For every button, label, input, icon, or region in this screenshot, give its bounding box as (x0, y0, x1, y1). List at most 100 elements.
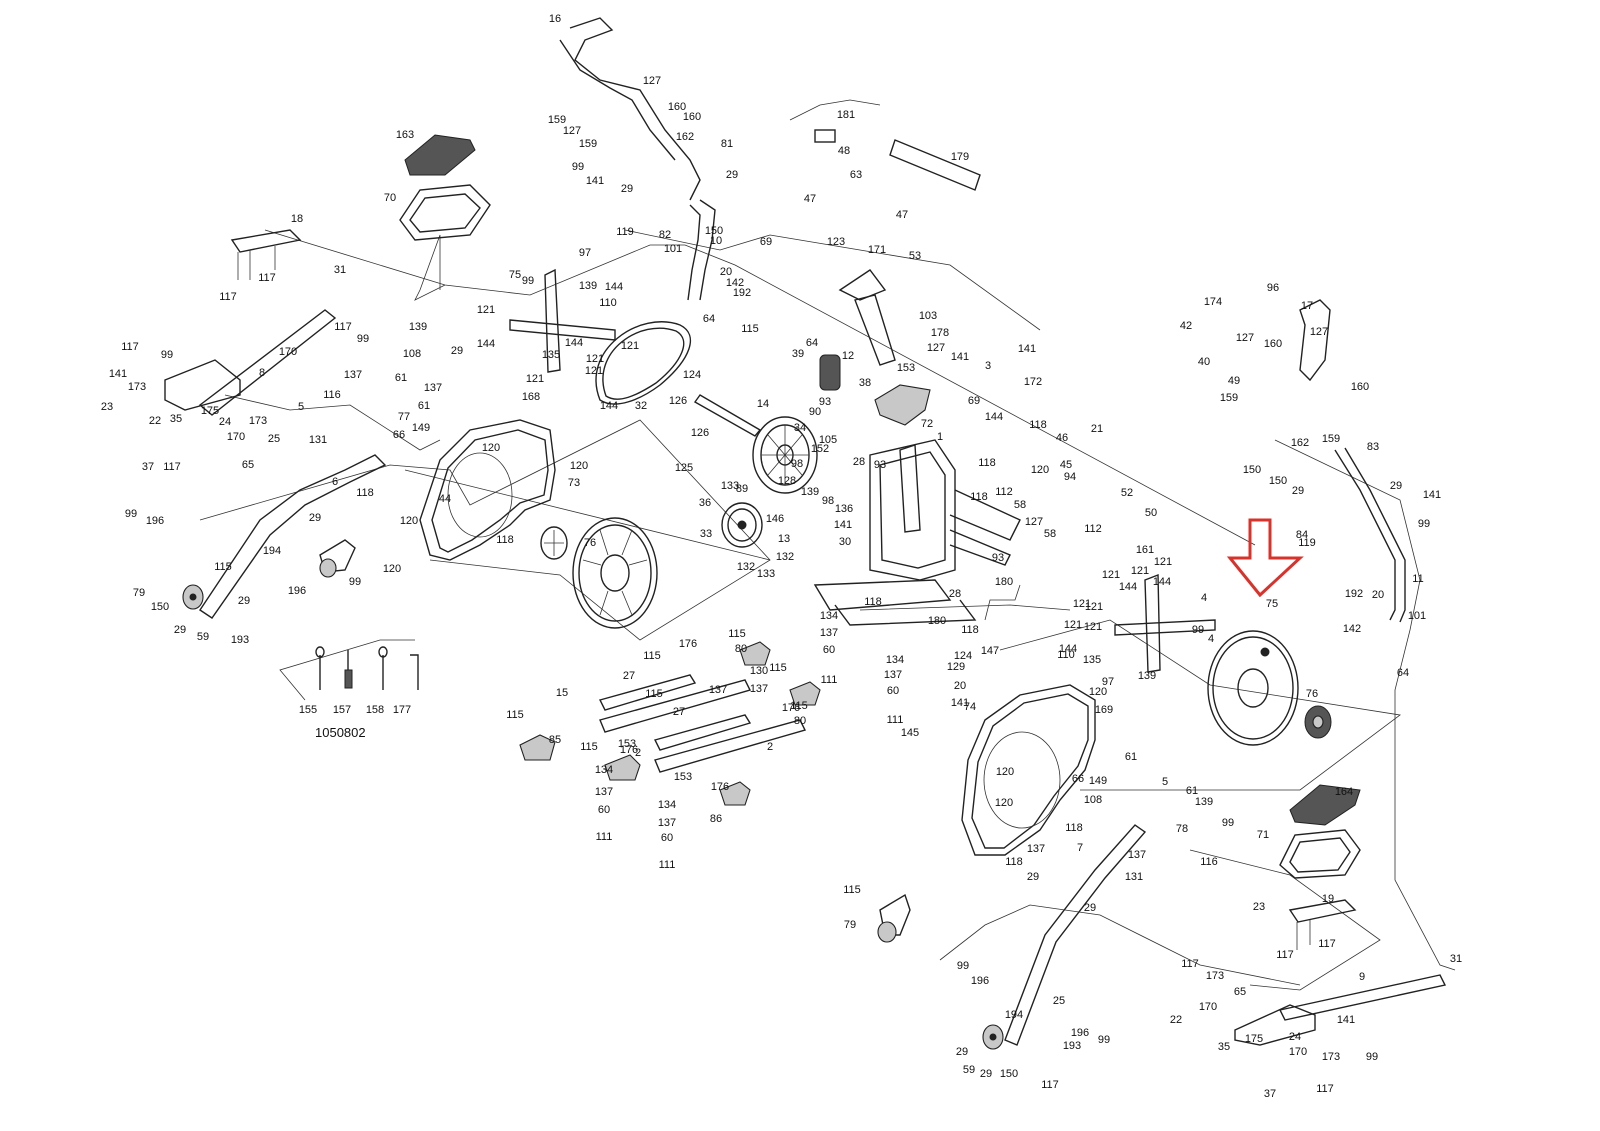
part-callout-137: 137 (750, 683, 768, 695)
part-callout-29: 29 (238, 595, 250, 607)
part-callout-115: 115 (645, 688, 663, 700)
part-callout-119: 119 (616, 226, 634, 238)
part-callout-176: 176 (620, 744, 638, 756)
right-handlebar (1299, 299, 1406, 623)
part-callout-180: 180 (928, 615, 946, 627)
part-callout-32: 32 (635, 400, 647, 412)
part-callout-70: 70 (384, 192, 396, 204)
part-callout-117: 117 (121, 341, 139, 353)
part-callout-193: 193 (1063, 1040, 1081, 1052)
right-wheel (877, 893, 911, 943)
part-callout-37: 37 (142, 461, 154, 473)
part-callout-141: 141 (1423, 489, 1441, 501)
part-callout-22: 22 (149, 415, 161, 427)
part-callout-65: 65 (242, 459, 254, 471)
part-callout-47: 47 (804, 193, 816, 205)
part-callout-59: 59 (197, 631, 209, 643)
part-callout-121: 121 (1131, 565, 1149, 577)
part-callout-115: 115 (769, 662, 787, 674)
part-callout-9: 9 (1359, 971, 1365, 983)
part-callout-39: 39 (792, 348, 804, 360)
part-callout-49: 49 (1228, 375, 1240, 387)
part-callout-172: 172 (1024, 376, 1042, 388)
flywheel (752, 416, 818, 494)
part-callout-180: 180 (995, 576, 1013, 588)
cable-sensor (789, 99, 881, 143)
part-callout-159: 159 (1322, 433, 1340, 445)
part-callout-159: 159 (579, 138, 597, 150)
part-callout-53: 53 (909, 250, 921, 262)
part-callout-120: 120 (570, 460, 588, 472)
part-callout-69: 69 (760, 236, 772, 248)
part-callout-192: 192 (733, 287, 751, 299)
right-roller (982, 1024, 1004, 1050)
part-callout-46: 46 (1056, 432, 1068, 444)
part-callout-60: 60 (823, 644, 835, 656)
part-callout-48: 48 (838, 145, 850, 157)
part-callout-137: 137 (595, 786, 613, 798)
part-callout-127: 127 (563, 125, 581, 137)
part-callout-2: 2 (635, 747, 641, 759)
part-callout-60: 60 (661, 832, 673, 844)
part-callout-115: 115 (790, 700, 808, 712)
part-callout-29: 29 (174, 624, 186, 636)
part-callout-110: 110 (1057, 649, 1075, 661)
part-callout-98: 98 (822, 495, 834, 507)
left-pedal (399, 184, 491, 241)
part-callout-52: 52 (1121, 487, 1133, 499)
part-callout-137: 137 (709, 684, 727, 696)
part-callout-130: 130 (750, 665, 768, 677)
part-callout-99: 99 (125, 508, 137, 520)
part-callout-168: 168 (522, 391, 540, 403)
part-callout-121: 121 (1073, 598, 1091, 610)
part-callout-141: 141 (951, 697, 969, 709)
part-callout-117: 117 (219, 291, 237, 303)
part-callout-137: 137 (424, 382, 442, 394)
part-callout-176: 176 (679, 638, 697, 650)
right-side-cover (961, 684, 1096, 856)
part-callout-181: 181 (837, 109, 855, 121)
part-callout-131: 131 (1125, 871, 1143, 883)
part-callout-96: 96 (1267, 282, 1279, 294)
part-callout-34: 34 (794, 422, 806, 434)
part-callout-141: 141 (109, 368, 127, 380)
part-callout-127: 127 (1236, 332, 1254, 344)
console-mast (838, 269, 896, 366)
part-callout-116: 116 (1200, 856, 1218, 868)
part-callout-121: 121 (1102, 569, 1120, 581)
part-callout-28: 28 (949, 588, 961, 600)
part-callout-117: 117 (334, 321, 352, 333)
part-callout-99: 99 (1222, 817, 1234, 829)
part-callout-3: 3 (985, 360, 991, 372)
part-callout-79: 79 (133, 587, 145, 599)
part-callout-99: 99 (522, 275, 534, 287)
part-callout-23: 23 (1253, 901, 1265, 913)
part-callout-162: 162 (1291, 437, 1309, 449)
part-callout-14: 14 (757, 398, 769, 410)
part-callout-60: 60 (598, 804, 610, 816)
part-callout-150: 150 (705, 225, 723, 237)
part-callout-171: 171 (868, 244, 886, 256)
part-callout-139: 139 (801, 486, 819, 498)
left-roller (182, 584, 204, 610)
part-callout-60: 60 (887, 685, 899, 697)
part-callout-144: 144 (1153, 576, 1171, 588)
part-callout-22: 22 (1170, 1014, 1182, 1026)
part-callout-194: 194 (263, 545, 281, 557)
left-cross-bracket (509, 268, 616, 373)
part-callout-137: 137 (820, 627, 838, 639)
right-pedal (1279, 829, 1361, 879)
part-callout-144: 144 (1059, 643, 1077, 655)
part-callout-27: 27 (673, 706, 685, 718)
part-callout-117: 117 (1316, 1083, 1334, 1095)
part-callout-144: 144 (565, 337, 583, 349)
part-callout-173: 173 (128, 381, 146, 393)
part-callout-29: 29 (1292, 485, 1304, 497)
part-callout-141: 141 (586, 175, 604, 187)
part-callout-159: 159 (1220, 392, 1238, 404)
part-callout-118: 118 (1029, 419, 1047, 431)
crank-axle (693, 394, 762, 437)
part-callout-79: 79 (844, 919, 856, 931)
part-callout-121: 121 (1085, 601, 1103, 613)
drive-belt (595, 321, 691, 405)
